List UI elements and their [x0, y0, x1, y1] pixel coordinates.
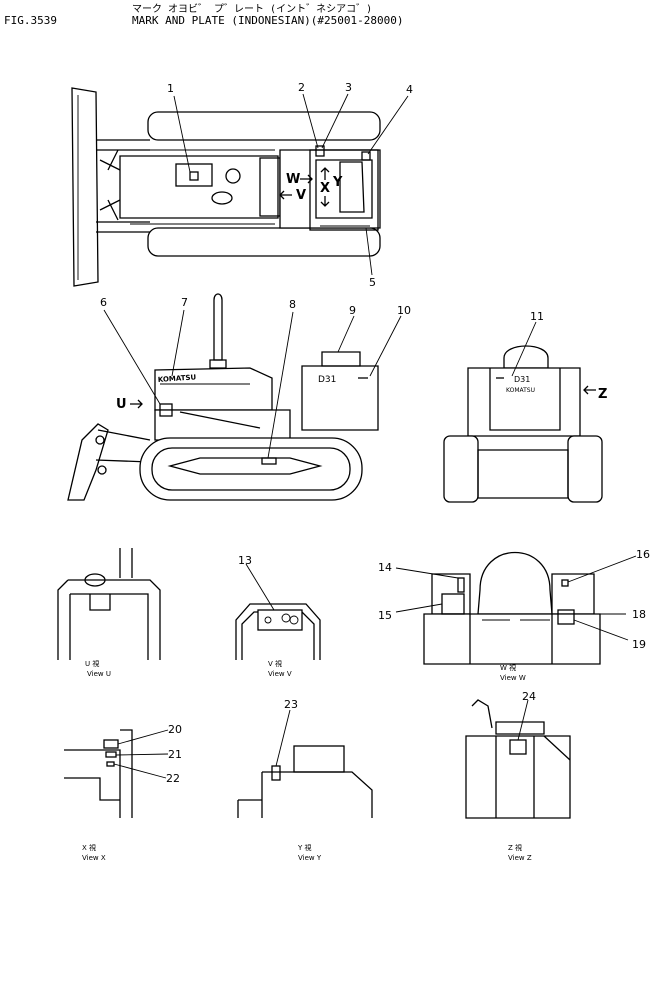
dir-label-y: Y: [332, 175, 343, 190]
view-u-en: View U: [87, 670, 111, 678]
view-z-jp: Z 視: [508, 843, 522, 852]
title-english: MARK AND PLATE (INDONESIAN)(#25001-28000…: [132, 14, 404, 27]
callout-9: 9: [349, 304, 356, 317]
callout-15: 15: [378, 609, 392, 622]
callout-6: 6: [100, 296, 107, 309]
callout-14: 14: [378, 561, 392, 574]
view-w-en: View W: [500, 674, 526, 682]
view-v-en: View V: [268, 670, 292, 678]
callout-13: 13: [238, 554, 252, 567]
dir-label-v: V: [296, 188, 306, 203]
callout-4: 4: [406, 83, 413, 96]
view-y-jp: Y 視: [297, 843, 312, 852]
callout-3: 3: [345, 81, 352, 94]
callout-5: 5: [369, 276, 376, 289]
figure-number: FIG.3539: [4, 14, 57, 27]
rear-model-text: D31: [514, 375, 530, 384]
leader-24: [517, 699, 529, 741]
view-w-drawing: [423, 551, 601, 665]
leader-23: [275, 709, 291, 767]
title-japanese: マーク オヨビ゛ プ゛レート (イント゛ネシアコ゛): [132, 4, 373, 15]
dir-label-w: W: [286, 172, 300, 187]
callout-8: 8: [289, 298, 296, 311]
callout-24: 24: [522, 690, 536, 703]
callout-2: 2: [298, 81, 305, 94]
view-y-drawing: [237, 745, 373, 818]
view-x-jp: X 視: [82, 843, 96, 852]
side-brand-text: KOMATSU: [158, 373, 197, 384]
view-direction-arrows: W V X Y: [279, 167, 343, 207]
view-v-jp: V 視: [268, 659, 282, 668]
side-model-text: D31: [318, 375, 336, 385]
callout-11: 11: [530, 310, 544, 323]
callout-19: 19: [632, 638, 646, 651]
dir-label-z: Z: [598, 387, 607, 402]
view-v-drawing: [235, 603, 321, 660]
view-z-drawing: [465, 699, 571, 819]
callout-22: 22: [166, 772, 180, 785]
view-x-leaders: [113, 729, 169, 779]
side-view-drawing: KOMATSU D31: [67, 293, 379, 501]
dir-label-u: U: [116, 397, 127, 412]
view-z-en: View Z: [508, 854, 532, 862]
top-view-leaders: [173, 93, 409, 276]
u-arrow: [130, 399, 143, 409]
callout-21: 21: [168, 748, 182, 761]
view-y-en: View Y: [298, 854, 322, 862]
top-view-drawing: [71, 87, 381, 287]
z-arrow: [583, 385, 596, 395]
leader-11: [511, 321, 537, 377]
callout-7: 7: [181, 296, 188, 309]
view-u-jp: U 視: [85, 659, 99, 668]
view-x-en: View X: [82, 854, 106, 862]
callout-16: 16: [636, 548, 650, 561]
side-view-leaders: [103, 309, 402, 459]
callout-23: 23: [284, 698, 298, 711]
callout-10: 10: [397, 304, 411, 317]
dir-label-x: X: [320, 181, 330, 196]
rear-view-drawing: D31 KOMATSU: [443, 345, 603, 503]
callout-18: 18: [632, 608, 646, 621]
rear-brand-text: KOMATSU: [506, 387, 535, 394]
callout-1: 1: [167, 82, 174, 95]
view-w-jp: W 視: [500, 663, 516, 672]
view-w-leaders: [395, 555, 637, 641]
callout-20: 20: [168, 723, 182, 736]
leader-13: [245, 563, 275, 611]
view-u-drawing: [57, 548, 161, 660]
